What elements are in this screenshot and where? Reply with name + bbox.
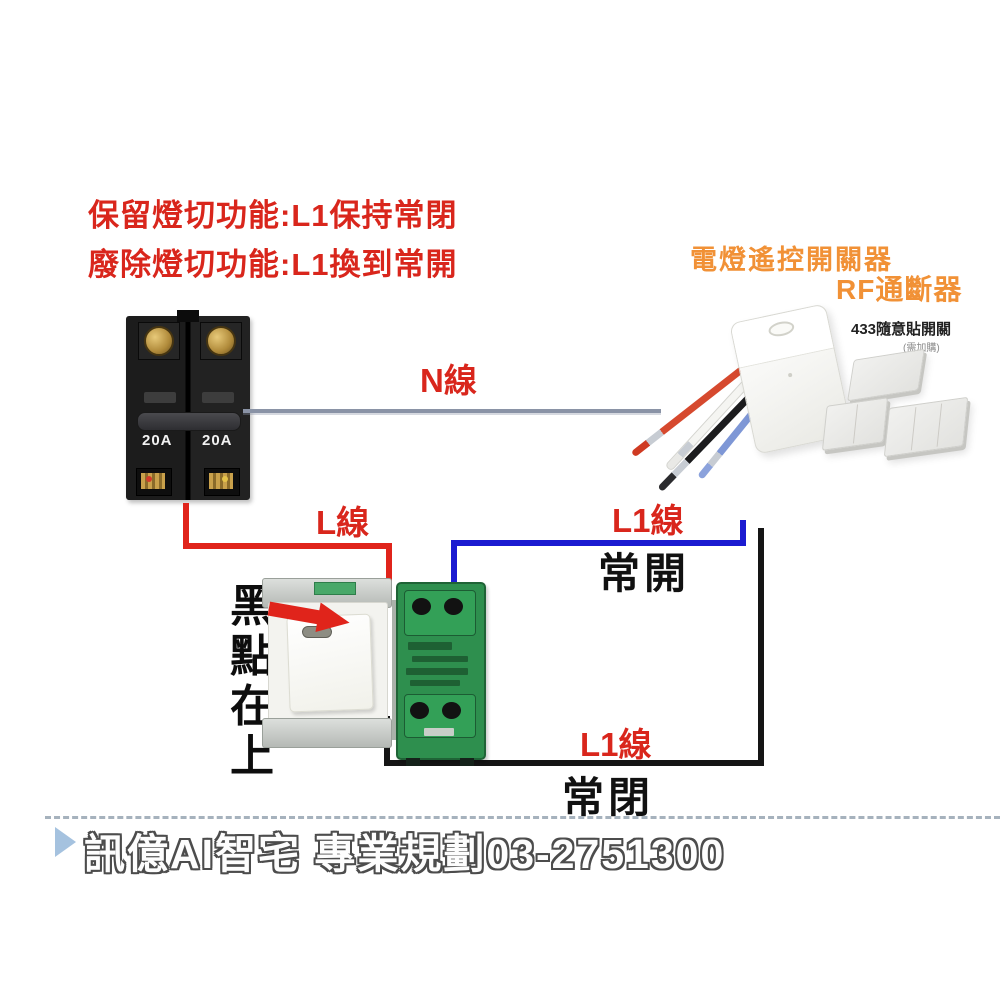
breaker-wire-stub (146, 476, 152, 482)
black-dot-note: 黑點在上 (230, 582, 274, 781)
black-dot-arrow-icon (267, 601, 350, 633)
l1-top-seg-end (740, 520, 746, 546)
switch-side-rail (392, 600, 396, 740)
black-wire-seg-up (758, 528, 764, 766)
terminal-slot (424, 728, 454, 736)
terminal-hole (442, 702, 461, 719)
n-wire-line (243, 409, 661, 413)
breaker-wire-stub (222, 476, 228, 482)
embossed-marking (412, 656, 468, 662)
l-wire-seg-to-switch (386, 543, 392, 585)
remote-sticker-label: 433隨意貼開關 (851, 321, 952, 338)
remote-panel-2gang (821, 397, 889, 451)
breaker-screw-icon (206, 326, 236, 356)
state-normally-open: 常開 (598, 550, 691, 597)
state-normally-closed: 常閉 (562, 774, 655, 821)
l-wire-label: L線 (316, 504, 370, 541)
terminal-hole (412, 598, 431, 615)
embossed-marking (406, 668, 468, 675)
breaker-brass-contact (141, 473, 165, 489)
breaker-screw-icon (144, 326, 174, 356)
panel-divider (910, 407, 917, 451)
embossed-marking (410, 680, 460, 686)
switch-green-sticker (314, 582, 356, 595)
switch-back-view (396, 582, 486, 766)
breaker-label-strip (144, 392, 176, 403)
breaker-label-strip (202, 392, 234, 403)
rf-controller-top-face (730, 304, 834, 369)
breaker-brass-contact (209, 473, 233, 489)
device-title: 電燈遙控開關器 (690, 245, 893, 275)
l1-top-wire-label: L1線 (612, 502, 684, 539)
rf-controller-led-dot (787, 372, 793, 378)
l-wire-seg-down (183, 503, 189, 549)
instruction-line-keep: 保留燈切功能:L1保持常閉 (88, 198, 458, 233)
breaker-rating-left: 20A (142, 432, 173, 449)
switch-foot (406, 758, 420, 766)
footer-divider (45, 816, 1000, 819)
device-subtitle: RF通斷器 (836, 274, 963, 305)
instruction-line-remove: 廢除燈切功能:L1換到常開 (88, 247, 458, 282)
remote-panel-1gang (847, 348, 925, 402)
panel-divider (936, 403, 943, 447)
footer-company-contact: 訊億AI智宅 專業規劃03-2751300 (84, 831, 726, 877)
n-wire-label: N線 (420, 362, 477, 399)
l1-top-seg-up (451, 540, 457, 590)
remote-panel-3gang (883, 396, 969, 458)
l1-top-seg-across (451, 540, 746, 546)
black-wire-seg-across (384, 760, 764, 766)
breaker-top-tab (177, 310, 199, 322)
footer-bullet-icon (55, 827, 76, 857)
l1-bottom-wire-label: L1線 (580, 726, 652, 763)
remote-sticker-note: (需加購) (903, 339, 940, 354)
breaker-rating-right: 20A (202, 432, 233, 449)
circuit-breaker: 20A 20A (126, 310, 250, 500)
switch-bottom-bracket (262, 718, 392, 748)
embossed-marking (408, 642, 452, 650)
breaker-toggle (137, 412, 241, 431)
switch-foot (460, 758, 474, 766)
l-wire-seg-across (183, 543, 392, 549)
terminal-hole (444, 598, 463, 615)
panel-divider (852, 404, 859, 444)
terminal-hole (410, 702, 429, 719)
